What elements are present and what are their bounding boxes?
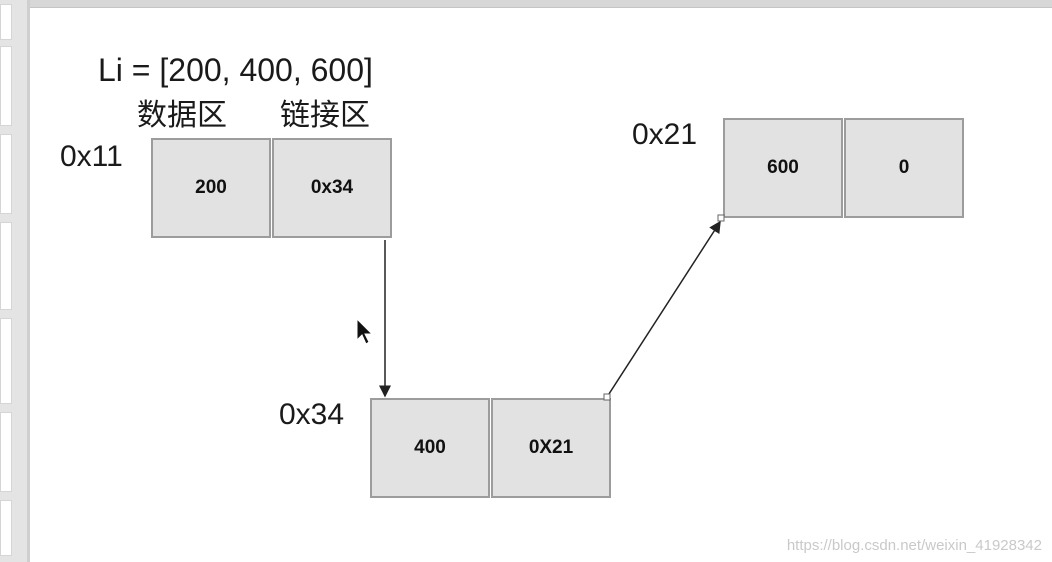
node-data-cell: 400: [370, 398, 490, 498]
link-region-label: 链接区: [280, 98, 370, 133]
selection-handle[interactable]: [717, 214, 725, 222]
mouse-pointer-icon: [356, 318, 374, 345]
slide-thumbnail[interactable]: [0, 412, 12, 492]
selection-handle[interactable]: [603, 393, 611, 401]
slide-thumbnail[interactable]: [0, 46, 12, 126]
arrow-node2-to-node3: [606, 220, 721, 398]
watermark: https://blog.csdn.net/weixin_41928342: [786, 537, 1042, 554]
node-link-cell: 0x34: [272, 138, 392, 238]
node-data-cell: 200: [151, 138, 271, 238]
node-address: 0x21: [632, 118, 698, 151]
data-region-label: 数据区: [137, 98, 227, 133]
slide-thumbnail[interactable]: [0, 318, 12, 404]
slide-thumbnail[interactable]: [0, 4, 12, 40]
node-link-cell: 0X21: [491, 398, 611, 498]
slide-thumbnail-strip[interactable]: [0, 0, 30, 562]
window-top-bar: [30, 0, 1052, 8]
slide-thumbnail[interactable]: [0, 500, 12, 556]
list-title: Li = [200, 400, 600]: [98, 52, 373, 88]
slide-thumbnail[interactable]: [0, 222, 12, 310]
node-data-cell: 600: [723, 118, 843, 218]
slide-thumbnail[interactable]: [0, 134, 12, 214]
node-address: 0x34: [279, 398, 345, 431]
node-address: 0x11: [60, 140, 123, 173]
node-link-cell: 0: [844, 118, 964, 218]
